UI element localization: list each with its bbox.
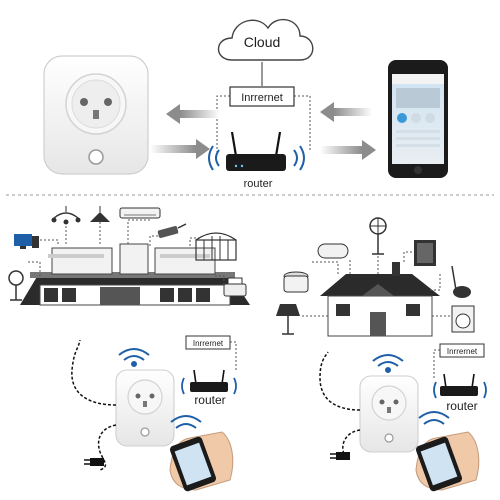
smartphone-icon bbox=[388, 60, 448, 178]
rice-cooker-icon bbox=[284, 272, 308, 292]
lamp-icon bbox=[276, 304, 300, 334]
power-cord-icon-bottom-right bbox=[320, 352, 360, 460]
arrow-to-phone bbox=[320, 140, 376, 160]
computer-icon bbox=[14, 234, 39, 249]
security-camera-icon bbox=[157, 224, 186, 238]
wifi-icon-plug-bottom-left bbox=[119, 349, 149, 366]
router-icon-bottom-left bbox=[190, 370, 228, 392]
cloud-label: Cloud bbox=[244, 34, 281, 50]
router-icon-bottom-right bbox=[440, 374, 478, 396]
fan-icon bbox=[9, 271, 23, 300]
wifi-icon-plug-bottom-right bbox=[373, 355, 403, 372]
control-panel-icon bbox=[414, 240, 436, 266]
smart-plug-icon-bottom-right bbox=[360, 376, 418, 452]
vacuum-cleaner-icon bbox=[452, 266, 471, 298]
internet-label-bottom-left: Inrrernet bbox=[193, 339, 224, 348]
internet-label-bottom-right: Inrrernet bbox=[447, 347, 478, 356]
office-building-icon bbox=[20, 244, 250, 305]
hand-phone-icon-bottom-left bbox=[169, 432, 233, 492]
internet-router-link-right bbox=[294, 96, 310, 152]
smart-plug-icon bbox=[44, 56, 148, 174]
router-icon bbox=[226, 132, 286, 171]
router-label-bottom-left: router bbox=[194, 393, 225, 407]
smart-plug-icon-bottom-left bbox=[116, 370, 174, 446]
router-label-bottom-right: router bbox=[446, 399, 477, 413]
internet-router-link-bottom-left bbox=[230, 342, 236, 372]
water-heater-icon bbox=[318, 244, 348, 258]
internet-router-link-left bbox=[217, 96, 230, 152]
chandelier-icon bbox=[52, 206, 81, 225]
ceiling-light-icon bbox=[90, 206, 110, 222]
wifi-icon-phone-bottom-right bbox=[419, 412, 449, 424]
arrow-to-router bbox=[320, 102, 372, 122]
power-cord-icon bbox=[72, 340, 116, 470]
arrow-from-plug bbox=[150, 139, 210, 159]
arrow-to-plug bbox=[166, 104, 220, 124]
internet-label: Inrrernet bbox=[241, 92, 283, 104]
internet-router-link-bottom-right bbox=[434, 350, 440, 380]
washing-machine-icon bbox=[452, 306, 474, 332]
hand-phone-icon-bottom-right bbox=[415, 432, 479, 492]
router-label: router bbox=[244, 178, 273, 190]
standing-fan-icon bbox=[370, 218, 386, 254]
air-conditioner-icon bbox=[120, 208, 160, 218]
wifi-icon-phone-bottom-left bbox=[171, 416, 201, 428]
